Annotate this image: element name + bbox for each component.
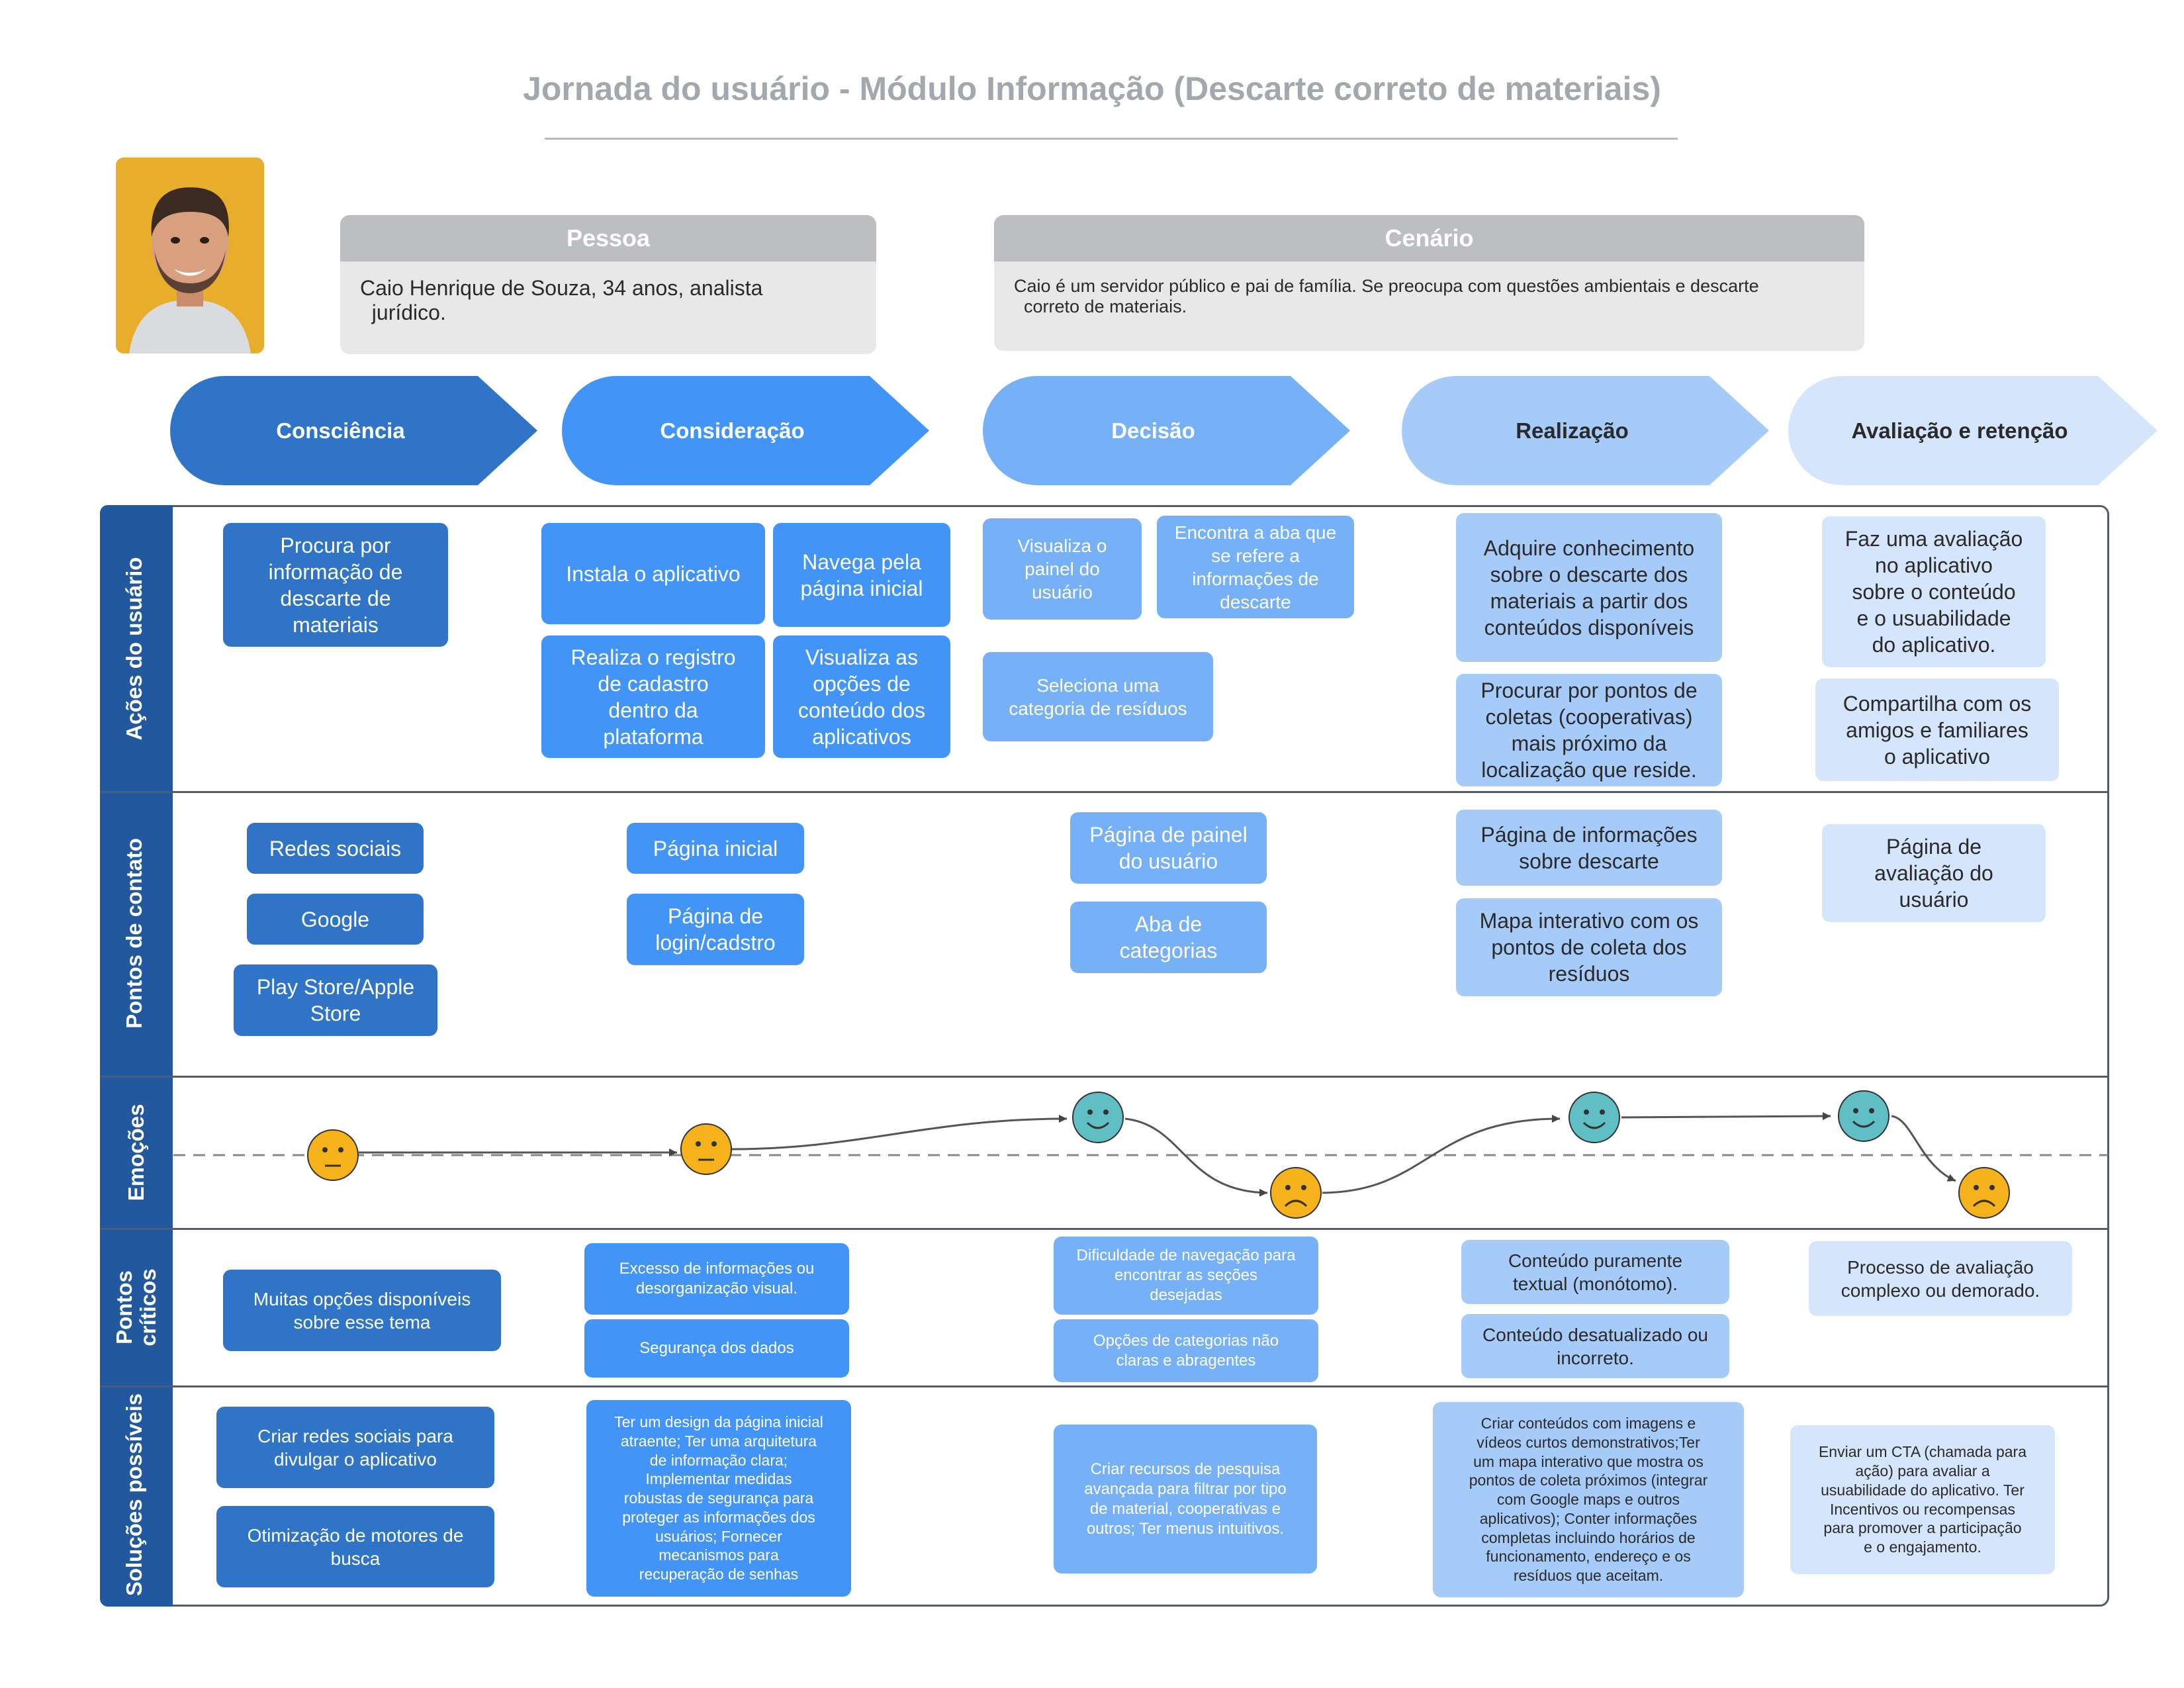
stage-3: Decisão [983, 376, 1350, 485]
touchpoint-card: Página de avaliação do usuário [1822, 824, 2046, 922]
stage-label: Consideração [660, 418, 805, 443]
happy-face-icon [1072, 1092, 1124, 1143]
neutral-face-icon [307, 1129, 359, 1181]
touchpoint-card: Página de informações sobre descarte [1456, 810, 1722, 886]
emotion-connector [1891, 1115, 1956, 1182]
action-card: Procura por informação de descarte de ma… [223, 523, 448, 647]
persona-header: Pessoa [340, 215, 876, 261]
sad-face-icon [1958, 1167, 2010, 1219]
person-portrait-icon [116, 158, 264, 353]
emotion-connector [1621, 1112, 1831, 1121]
emotion-connector [1124, 1117, 1268, 1197]
title-divider [545, 138, 1678, 140]
neutral-face-icon [680, 1123, 732, 1175]
action-card: Compartilha com os amigos e familiares o… [1815, 679, 2059, 781]
touchpoint-card: Redes sociais [247, 823, 424, 874]
pain-point-card: Muitas opções disponíveis sobre esse tem… [223, 1270, 501, 1351]
touchpoint-card: Aba de categorias [1070, 902, 1267, 973]
stage-label: Decisão [1111, 418, 1195, 443]
persona-description: Caio Henrique de Souza, 34 anos, analist… [340, 261, 876, 354]
action-card: Seleciona uma categoria de resíduos [983, 652, 1213, 741]
action-card: Procurar por pontos de coletas (cooperat… [1456, 674, 1722, 786]
scenario-description: Caio é um servidor público e pai de famí… [994, 261, 1864, 351]
pain-point-card: Segurança dos dados [584, 1319, 849, 1378]
stage-label: Consciência [276, 418, 405, 443]
pain-point-card: Opções de categorias não claras e abrage… [1054, 1319, 1318, 1382]
solution-card: Criar conteúdos com imagens e vídeos cur… [1433, 1402, 1744, 1597]
lane-divider [100, 1228, 2109, 1230]
stage-label: Realização [1516, 418, 1629, 443]
stage-4: Realização [1402, 376, 1769, 485]
emotion-connector [1322, 1115, 1561, 1194]
action-card: Realiza o registro de cadastro dentro da… [541, 635, 765, 758]
solution-card: Enviar um CTA (chamada para ação) para a… [1790, 1425, 2055, 1574]
action-card: Encontra a aba que se refere a informaçõ… [1157, 516, 1354, 618]
pain-point-card: Excesso de informações ou desorganização… [584, 1243, 849, 1315]
stage-1: Consciência [170, 376, 537, 485]
action-card: Navega pela página inicial [773, 523, 950, 627]
action-card: Adquire conhecimento sobre o descarte do… [1456, 513, 1722, 662]
solution-card: Criar redes sociais para divulgar o apli… [216, 1407, 494, 1488]
stage-5: Avaliação e retenção [1788, 376, 2158, 485]
stage-2: Consideração [562, 376, 929, 485]
touchpoint-card: Página de login/cadstro [627, 894, 804, 965]
solution-card: Criar recursos de pesquisa avançada para… [1054, 1425, 1317, 1573]
pain-point-card: Conteúdo desatualizado ou incorreto. [1461, 1314, 1729, 1378]
action-card: Visualiza o painel do usuário [983, 518, 1142, 620]
stage-label: Avaliação e retenção [1851, 418, 2068, 443]
solution-card: Ter um design da página inicial atraente… [586, 1400, 851, 1597]
lane-divider [100, 1076, 2109, 1078]
pain-point-card: Conteúdo puramente textual (monótomo). [1461, 1240, 1729, 1304]
happy-face-icon [1838, 1090, 1889, 1142]
solution-card: Otimização de motores de busca [216, 1506, 494, 1587]
action-card: Faz uma avaliação no aplicativo sobre o … [1822, 516, 2046, 667]
touchpoint-card: Página de painel do usuário [1070, 812, 1267, 884]
lane-header-column [100, 505, 173, 1607]
pain-point-card: Processo de avaliação complexo ou demora… [1809, 1241, 2072, 1316]
touchpoint-card: Página inicial [627, 823, 804, 874]
persona-avatar [116, 158, 264, 353]
touchpoint-card: Play Store/Apple Store [234, 964, 437, 1036]
touchpoint-card: Mapa interativo com os pontos de coleta … [1456, 898, 1722, 996]
action-card: Instala o aplicativo [541, 523, 765, 624]
pain-point-card: Dificuldade de navegação para encontrar … [1054, 1237, 1318, 1315]
sad-face-icon [1270, 1167, 1322, 1219]
touchpoint-card: Google [247, 894, 424, 945]
action-card: Visualiza as opções de conteúdo dos apli… [773, 635, 950, 758]
emotion-connector [731, 1115, 1068, 1150]
lane-divider [100, 791, 2109, 793]
lane-divider [100, 1385, 2109, 1387]
page-title: Jornada do usuário - Módulo Informação (… [523, 70, 1661, 107]
scenario-header: Cenário [994, 215, 1864, 261]
happy-face-icon [1569, 1092, 1620, 1143]
